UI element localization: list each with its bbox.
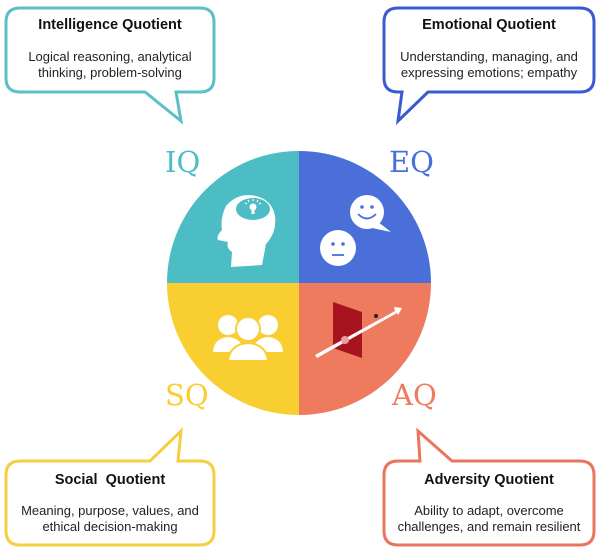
breakthrough-arrow-icon xyxy=(315,302,402,358)
faces-icon xyxy=(320,195,391,266)
eq-bubble: Emotional Quotient Understanding, managi… xyxy=(382,6,596,126)
aq-bubble: Adversity Quotient Ability to adapt, ove… xyxy=(382,427,596,547)
sq-label: SQ xyxy=(165,378,209,412)
iq-bubble: Intelligence Quotient Logical reasoning,… xyxy=(4,6,216,125)
eq-desc-line: Understanding, managing, and xyxy=(400,49,578,64)
iq-desc-line: Logical reasoning, analytical xyxy=(28,49,191,64)
iq-title: Intelligence Quotient xyxy=(38,17,182,33)
eq-title: Emotional Quotient xyxy=(422,17,556,33)
aq-title: Adversity Quotient xyxy=(424,472,554,488)
head-lightbulb-icon xyxy=(217,195,276,267)
eq-label: EQ xyxy=(389,145,434,179)
eq-desc-line: expressing emotions; empathy xyxy=(401,65,578,80)
sq-title: Social Quotient xyxy=(55,472,166,488)
iq-label: IQ xyxy=(165,145,200,179)
iq-desc-line: thinking, problem-solving xyxy=(38,65,182,80)
sq-desc-line: ethical decision-making xyxy=(42,519,177,534)
sq-bubble: Social Quotient Meaning, purpose, values… xyxy=(4,427,216,547)
aq-desc-line: Ability to adapt, overcome xyxy=(414,503,564,518)
aq-label: AQ xyxy=(391,378,437,412)
sq-desc-line: Meaning, purpose, values, and xyxy=(21,503,199,518)
group-icon xyxy=(213,315,283,362)
aq-desc-line: challenges, and remain resilient xyxy=(398,519,581,534)
aq-quadrant xyxy=(299,283,431,415)
